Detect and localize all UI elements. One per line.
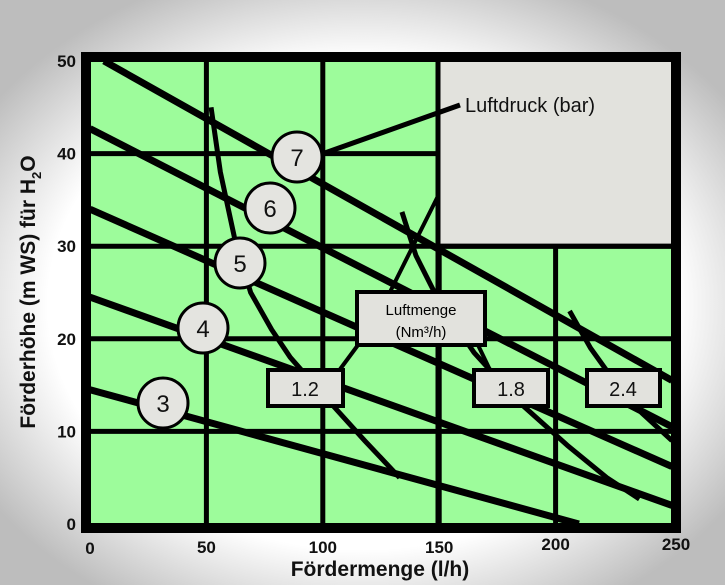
svg-text:7: 7 <box>290 145 303 172</box>
airflow-legend-line2: (Nm³/h) <box>396 324 447 341</box>
x-tick-label: 50 <box>197 538 216 557</box>
tick-labels: 0 50 100 150 200 250 0 10 20 30 40 50 <box>57 52 690 558</box>
svg-text:2.4: 2.4 <box>609 379 637 401</box>
airflow-label-1-2: 1.2 <box>266 368 345 408</box>
pressure-marker-3: 3 <box>136 376 190 430</box>
y-tick-label: 20 <box>57 330 76 349</box>
x-tick-label: 250 <box>662 535 690 554</box>
y-tick-label: 50 <box>57 52 76 71</box>
plot-border <box>81 52 681 533</box>
y-tick-label: 0 <box>67 515 76 534</box>
airflow-label-1-8: 1.8 <box>472 368 550 408</box>
pressure-marker-4: 4 <box>176 301 230 355</box>
svg-text:1.8: 1.8 <box>497 379 525 401</box>
airflow-legend-line1: Luftmenge <box>386 302 457 319</box>
svg-text:1.2: 1.2 <box>291 379 319 401</box>
airflow-pointer-right <box>476 344 492 371</box>
pressure-line-6 <box>88 125 674 430</box>
airflow-pointer-left <box>336 343 360 374</box>
x-tick-label: 200 <box>541 535 569 554</box>
svg-text:6: 6 <box>263 196 276 223</box>
pressure-marker-6: 6 <box>243 181 297 235</box>
x-axis-label: Fördermenge (l/h) <box>291 558 470 581</box>
airflow-legend-box: Luftmenge (Nm³/h) <box>355 290 487 347</box>
y-tick-label: 30 <box>57 237 76 256</box>
airflow-line-1-2 <box>208 106 402 480</box>
info-panel <box>438 61 672 246</box>
y-tick-label: 10 <box>57 422 76 441</box>
pressure-legend: Luftdruck (bar) <box>465 95 595 117</box>
x-tick-label: 0 <box>85 539 94 558</box>
x-tick-label: 150 <box>425 538 453 557</box>
y-axis-label: Förderhöhe (m WS) für H2O <box>17 155 44 428</box>
airflow-label-2-4: 2.4 <box>585 368 662 408</box>
pressure-pointer-line <box>321 102 461 157</box>
y-tick-label: 40 <box>57 145 76 164</box>
x-tick-label: 100 <box>309 538 337 557</box>
pressure-marker-7: 7 <box>270 130 324 184</box>
pressure-marker-5: 5 <box>213 236 267 290</box>
svg-text:5: 5 <box>233 251 246 278</box>
airflow-pointer-up <box>388 195 440 293</box>
svg-text:3: 3 <box>156 391 169 418</box>
svg-text:4: 4 <box>196 316 209 343</box>
